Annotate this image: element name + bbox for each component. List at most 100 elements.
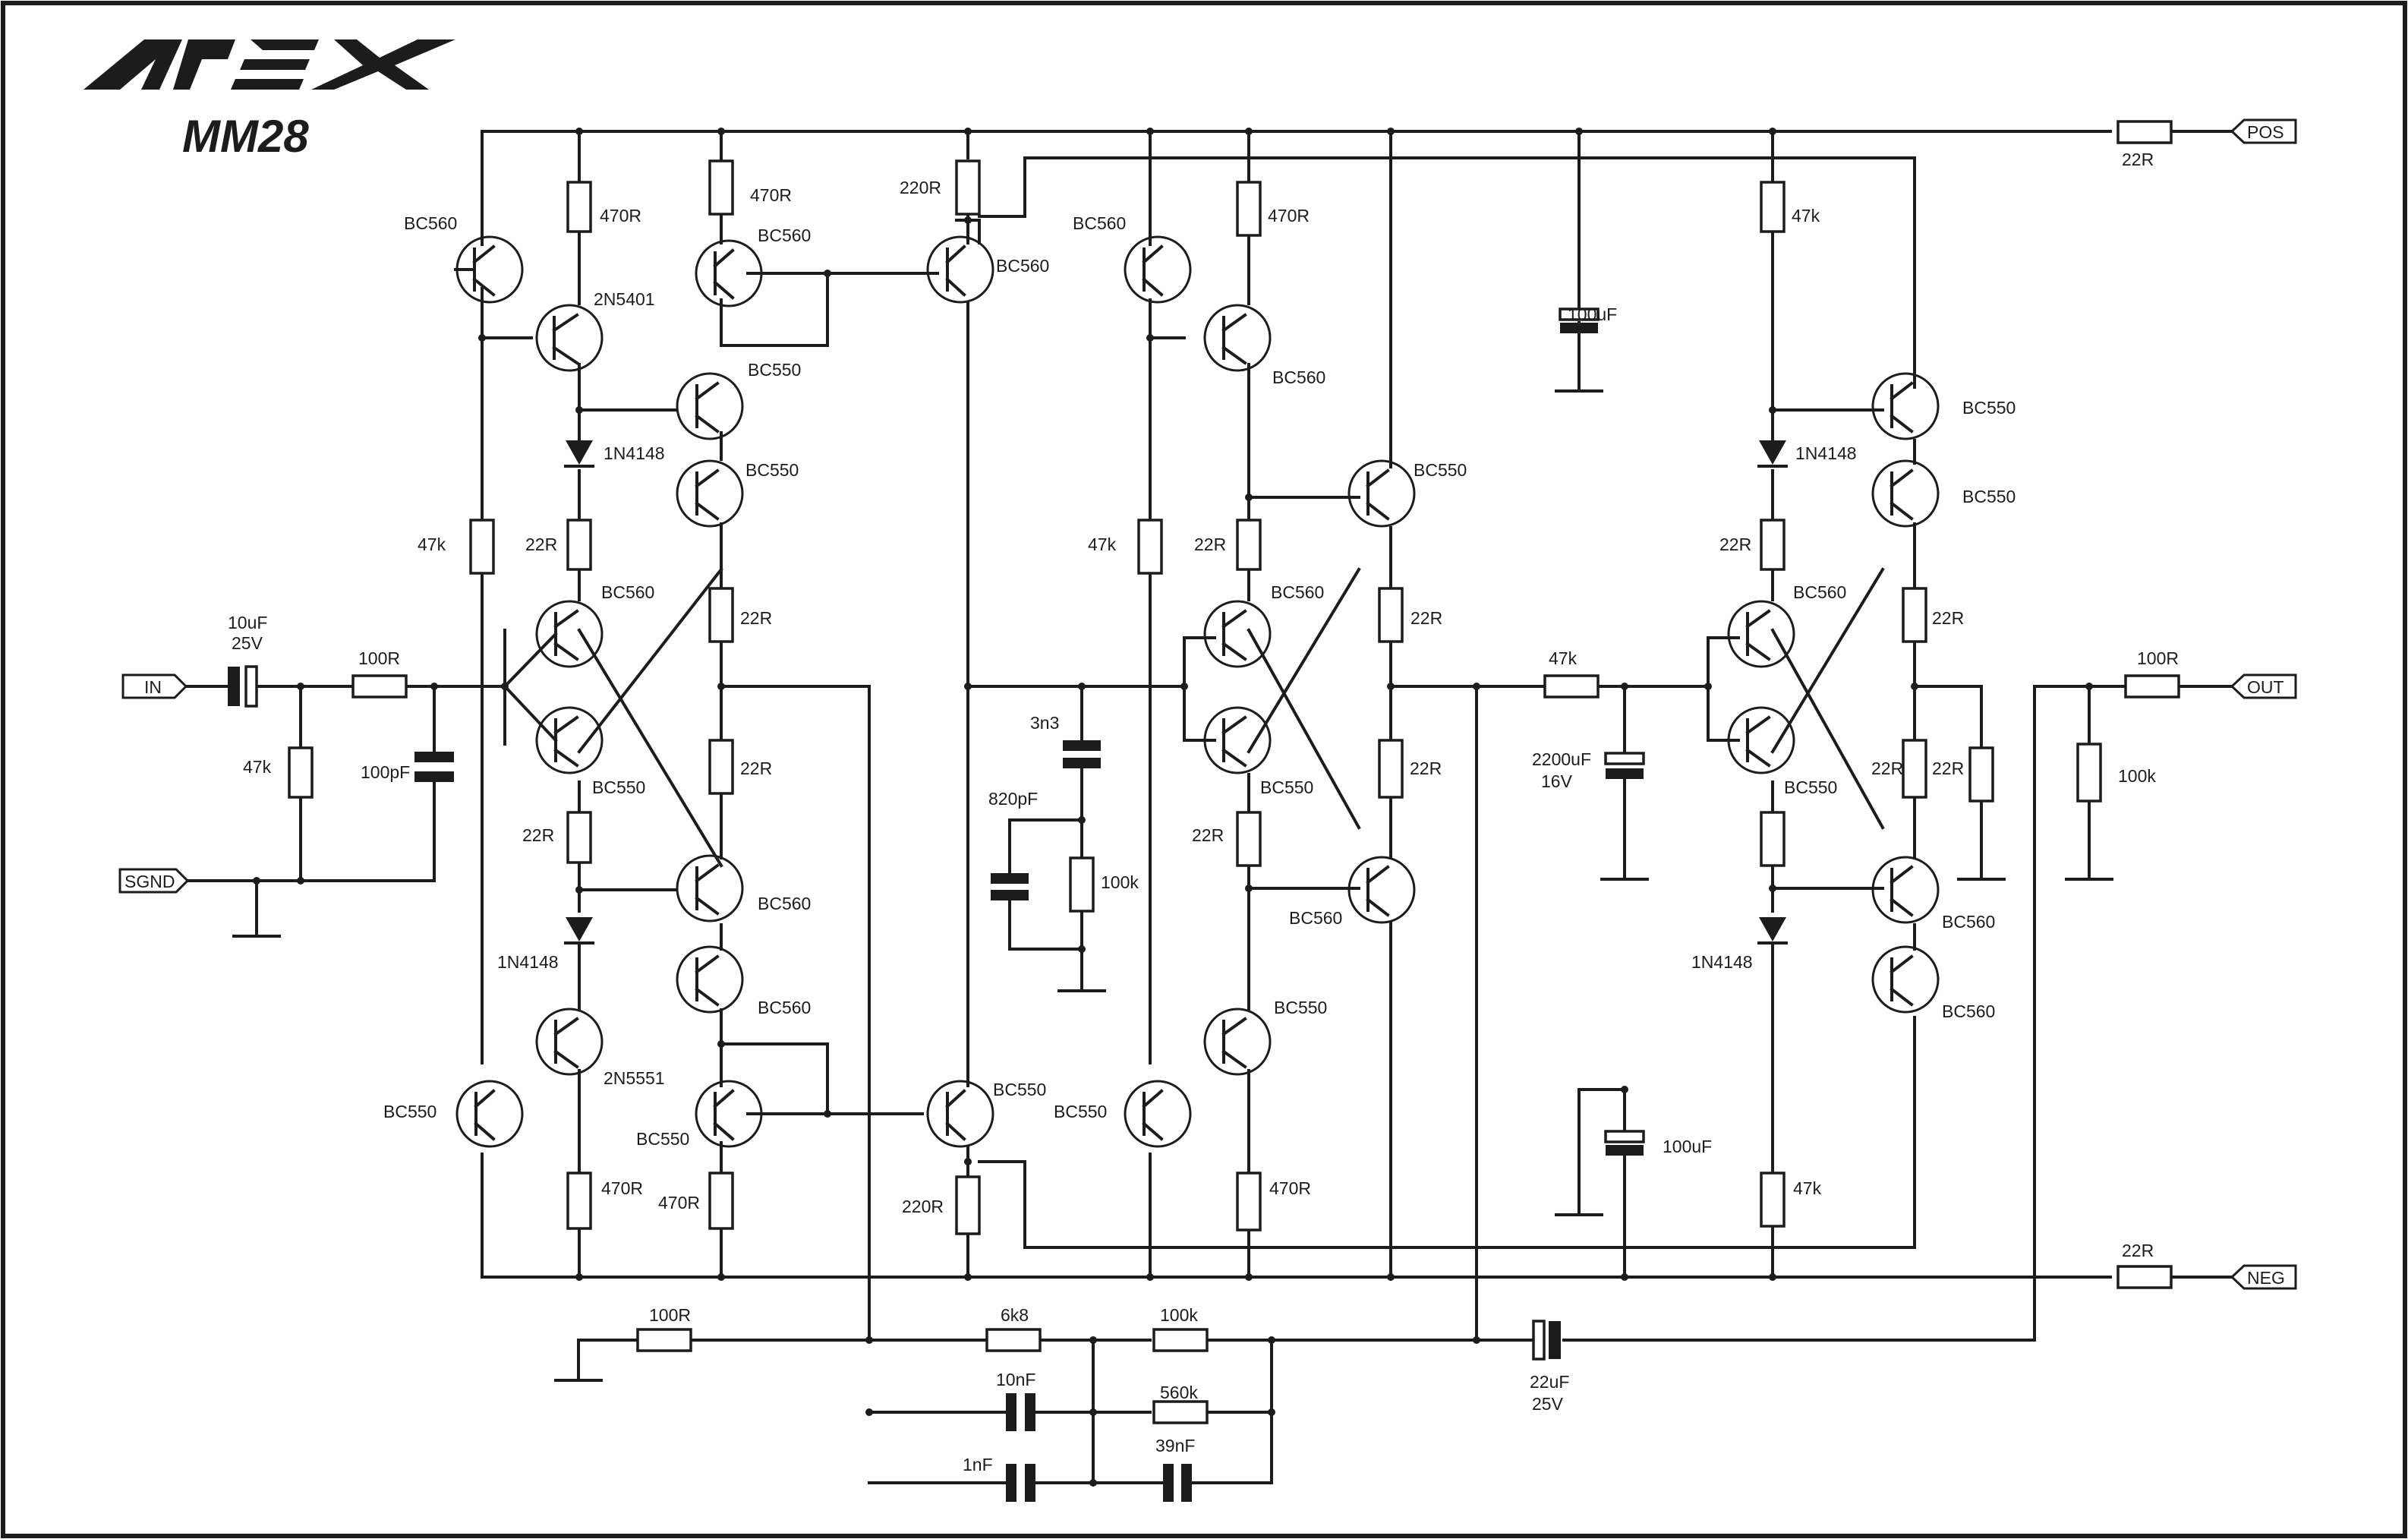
label: 100R — [2137, 648, 2179, 668]
resistor-47k-mid-left — [1137, 519, 1163, 575]
resistor-470r-d — [566, 1172, 592, 1230]
transistor-q16 — [1203, 304, 1272, 372]
capacitor-100uf-top — [1559, 307, 1600, 333]
label: 22R — [1719, 535, 1751, 554]
label: 25V — [1532, 1394, 1564, 1414]
transistor-q22 — [1124, 1080, 1192, 1148]
svg-text:SGND: SGND — [124, 872, 175, 891]
transistor-q11 — [535, 1008, 604, 1076]
right-stage-wires — [1707, 130, 2233, 1342]
label: 22R — [1410, 758, 1442, 778]
svg-text:IN: IN — [144, 677, 162, 697]
label: 22R — [1932, 608, 1964, 628]
capacitor-2200uf — [1604, 752, 1645, 779]
label: BC560 — [404, 213, 457, 233]
label: BC560 — [1272, 367, 1325, 387]
label: BC550 — [993, 1080, 1046, 1099]
diode-1n4148-b — [564, 917, 594, 945]
label: BC560 — [1793, 582, 1846, 602]
label: 100R — [358, 648, 400, 668]
resistor-100r-out — [2124, 674, 2180, 699]
capacitor-3n3 — [1063, 740, 1101, 768]
label: 1nF — [963, 1455, 993, 1474]
label: BC560 — [601, 582, 654, 602]
resistor-6k8 — [985, 1328, 1042, 1352]
transistor-q13 — [695, 1080, 763, 1148]
resistor-22r-i — [1902, 739, 1927, 799]
label: BC550 — [636, 1129, 689, 1149]
label: 22R — [740, 608, 772, 628]
label: BC560 — [758, 225, 811, 245]
label: 1N4148 — [1691, 952, 1753, 972]
label: 100k — [2118, 766, 2156, 786]
port-in: IN — [121, 673, 188, 699]
resistor-22r-h — [1378, 739, 1404, 799]
label: 39nF — [1155, 1436, 1195, 1455]
transistor-q12 — [455, 1080, 524, 1148]
resistor-22r-f — [1902, 587, 1927, 643]
label: 470R — [1269, 1178, 1311, 1198]
transistor-q15 — [1124, 235, 1192, 304]
capacitor-1nf — [1006, 1464, 1035, 1502]
capacitor-10nf — [1006, 1393, 1035, 1431]
label: 10uF — [228, 613, 267, 632]
label: BC560 — [1073, 213, 1126, 233]
label: 22R — [1410, 608, 1442, 628]
resistor-22r-d — [1378, 587, 1404, 643]
resistor-100r-fb — [636, 1328, 692, 1352]
label: 22R — [1192, 825, 1224, 845]
label: 3n3 — [1030, 713, 1059, 733]
transistor-q28 — [1871, 945, 1940, 1014]
label: BC560 — [1289, 908, 1342, 928]
svg-text:NEG: NEG — [2247, 1268, 2285, 1288]
transistor-q3 — [695, 239, 763, 307]
resistors — [288, 120, 2180, 1424]
label: 22uF — [1530, 1372, 1569, 1392]
transistor-q8 — [503, 684, 604, 774]
label: BC550 — [1784, 777, 1837, 797]
label: 1N4148 — [604, 443, 665, 463]
label: 100k — [1160, 1305, 1198, 1325]
label: BC560 — [758, 894, 811, 913]
label: 100pF — [361, 762, 410, 782]
rail-wires — [481, 130, 2233, 1279]
capacitors — [228, 307, 1645, 1502]
label: 10nF — [996, 1370, 1035, 1389]
label: 25V — [232, 633, 263, 653]
label: 560k — [1160, 1383, 1198, 1402]
resistor-22r-j — [1968, 746, 1994, 803]
capacitor-100pf — [414, 752, 454, 782]
label: 22R — [2122, 150, 2154, 169]
label: 22R — [1871, 758, 1903, 778]
label: BC550 — [1414, 460, 1467, 480]
label: BC560 — [1942, 912, 1995, 932]
label: BC550 — [1054, 1102, 1107, 1121]
label: 220R — [902, 1197, 944, 1216]
label: BC550 — [1274, 998, 1327, 1017]
label: 470R — [600, 206, 641, 225]
label: BC560 — [996, 256, 1049, 276]
label: 100uF — [1663, 1137, 1712, 1156]
transistor-q4 — [676, 372, 744, 440]
resistor-470r-c — [1236, 181, 1262, 237]
label: BC560 — [1271, 582, 1324, 602]
label: BC560 — [758, 998, 811, 1017]
label: 47k — [243, 757, 272, 777]
feedback-wires — [554, 1339, 2036, 1484]
transistor-q5 — [676, 459, 744, 528]
diode-1n4148-c — [1757, 440, 1788, 468]
resistor-22r-g — [708, 739, 734, 795]
label: BC550 — [1962, 487, 2016, 506]
resistor-560k — [1152, 1400, 1209, 1424]
label: 2N5401 — [594, 289, 655, 309]
label: BC550 — [745, 460, 799, 480]
resistor-47k-top — [1760, 181, 1786, 233]
junctions — [253, 128, 2093, 1487]
label: 220R — [900, 178, 941, 197]
diode-1n4148-d — [1757, 917, 1788, 945]
resistor-22r-a — [566, 519, 592, 571]
resistor-22r-l — [1236, 811, 1262, 867]
transistor-q1 — [454, 235, 524, 304]
resistor-47k-mid — [1543, 674, 1600, 699]
resistor-100r-in — [351, 674, 408, 699]
